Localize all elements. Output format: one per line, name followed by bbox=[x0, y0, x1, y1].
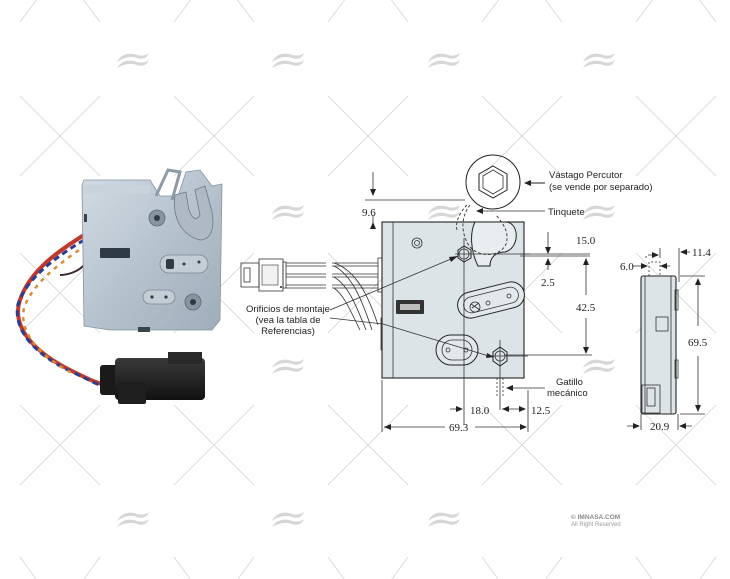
dim-15-2-5-42-5: 15.0 2.5 42.5 bbox=[505, 232, 596, 356]
rights-text: All Right Reserved bbox=[571, 522, 621, 528]
callout-labels: Vástago Percutor (se vende por separado)… bbox=[246, 170, 652, 399]
svg-text:69.3: 69.3 bbox=[449, 422, 469, 434]
label-trigger-1: Gatillo bbox=[556, 377, 583, 388]
label-trigger-2: mecánico bbox=[547, 388, 588, 399]
label-pawl: Tinquete bbox=[548, 207, 585, 218]
svg-text:2.5: 2.5 bbox=[541, 277, 555, 289]
front-view-drawing: 9.6 bbox=[240, 154, 653, 434]
product-photo bbox=[15, 168, 223, 404]
svg-text:69.5: 69.5 bbox=[688, 337, 708, 349]
leader-lines bbox=[329, 208, 545, 391]
striker-pin bbox=[465, 154, 545, 210]
label-striker: Vástago Percutor bbox=[549, 170, 622, 181]
dim-9-6: 9.6 bbox=[362, 172, 465, 229]
photo-latch-body bbox=[81, 168, 223, 332]
latch-body bbox=[381, 204, 530, 425]
label-striker-note: (se vende por separado) bbox=[549, 182, 653, 193]
copyright-text: © IMNASA.COM bbox=[571, 513, 620, 521]
svg-text:42.5: 42.5 bbox=[576, 302, 596, 314]
svg-text:11.4: 11.4 bbox=[692, 247, 711, 259]
drawing-connector bbox=[240, 257, 387, 351]
label-mounting-1: Orificios de montaje bbox=[246, 304, 330, 315]
svg-text:20.9: 20.9 bbox=[650, 421, 670, 433]
photo-connector bbox=[100, 352, 205, 404]
svg-text:9.6: 9.6 bbox=[362, 207, 376, 219]
svg-text:18.0: 18.0 bbox=[470, 405, 490, 417]
svg-text:15.0: 15.0 bbox=[576, 235, 596, 247]
svg-text:12.5: 12.5 bbox=[531, 405, 551, 417]
label-mounting-2: (vea la tabla de bbox=[256, 315, 321, 326]
label-mounting-3: Referencias) bbox=[261, 326, 315, 337]
dim-bottom: 18.0 12.5 69.3 bbox=[381, 380, 551, 434]
side-view-drawing: 6.0 11.4 69.5 20.9 bbox=[620, 247, 711, 433]
svg-text:6.0: 6.0 bbox=[620, 261, 634, 273]
side-dims: 6.0 11.4 69.5 20.9 bbox=[620, 247, 711, 433]
